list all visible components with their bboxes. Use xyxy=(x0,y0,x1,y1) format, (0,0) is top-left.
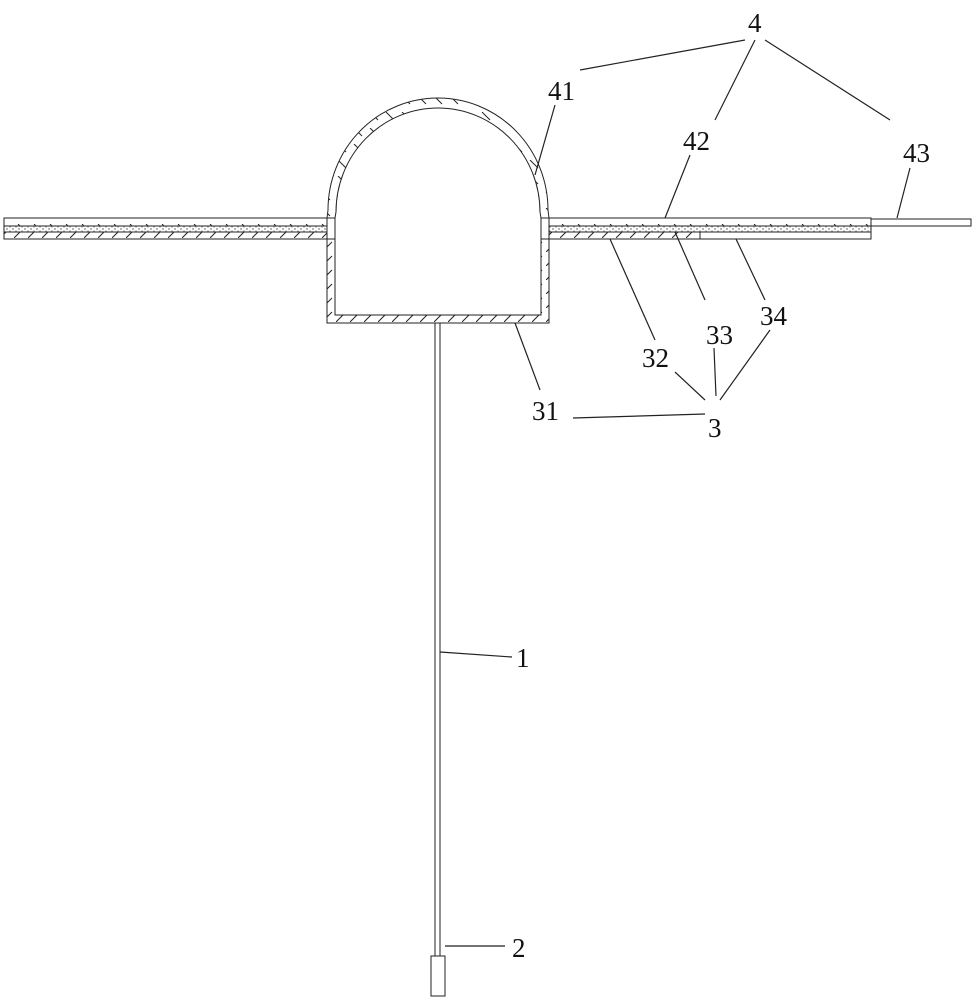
rod-1 xyxy=(434,322,441,957)
label-41: 41 xyxy=(548,76,575,106)
label-32: 32 xyxy=(642,343,669,373)
label-31: 31 xyxy=(532,396,559,426)
label-42: 42 xyxy=(683,126,710,156)
label-3: 3 xyxy=(708,413,722,443)
label-4: 4 xyxy=(748,8,762,38)
extension-strip-43 xyxy=(870,218,972,227)
weight-2 xyxy=(430,955,446,997)
label-2: 2 xyxy=(512,933,526,963)
label-43: 43 xyxy=(903,138,930,168)
label-34: 34 xyxy=(760,301,788,331)
leader-lines xyxy=(439,39,911,947)
right-slab xyxy=(548,217,972,240)
label-1: 1 xyxy=(516,643,530,673)
tunnel-lining xyxy=(326,97,550,324)
left-slab xyxy=(3,217,328,240)
label-33: 33 xyxy=(706,320,733,350)
